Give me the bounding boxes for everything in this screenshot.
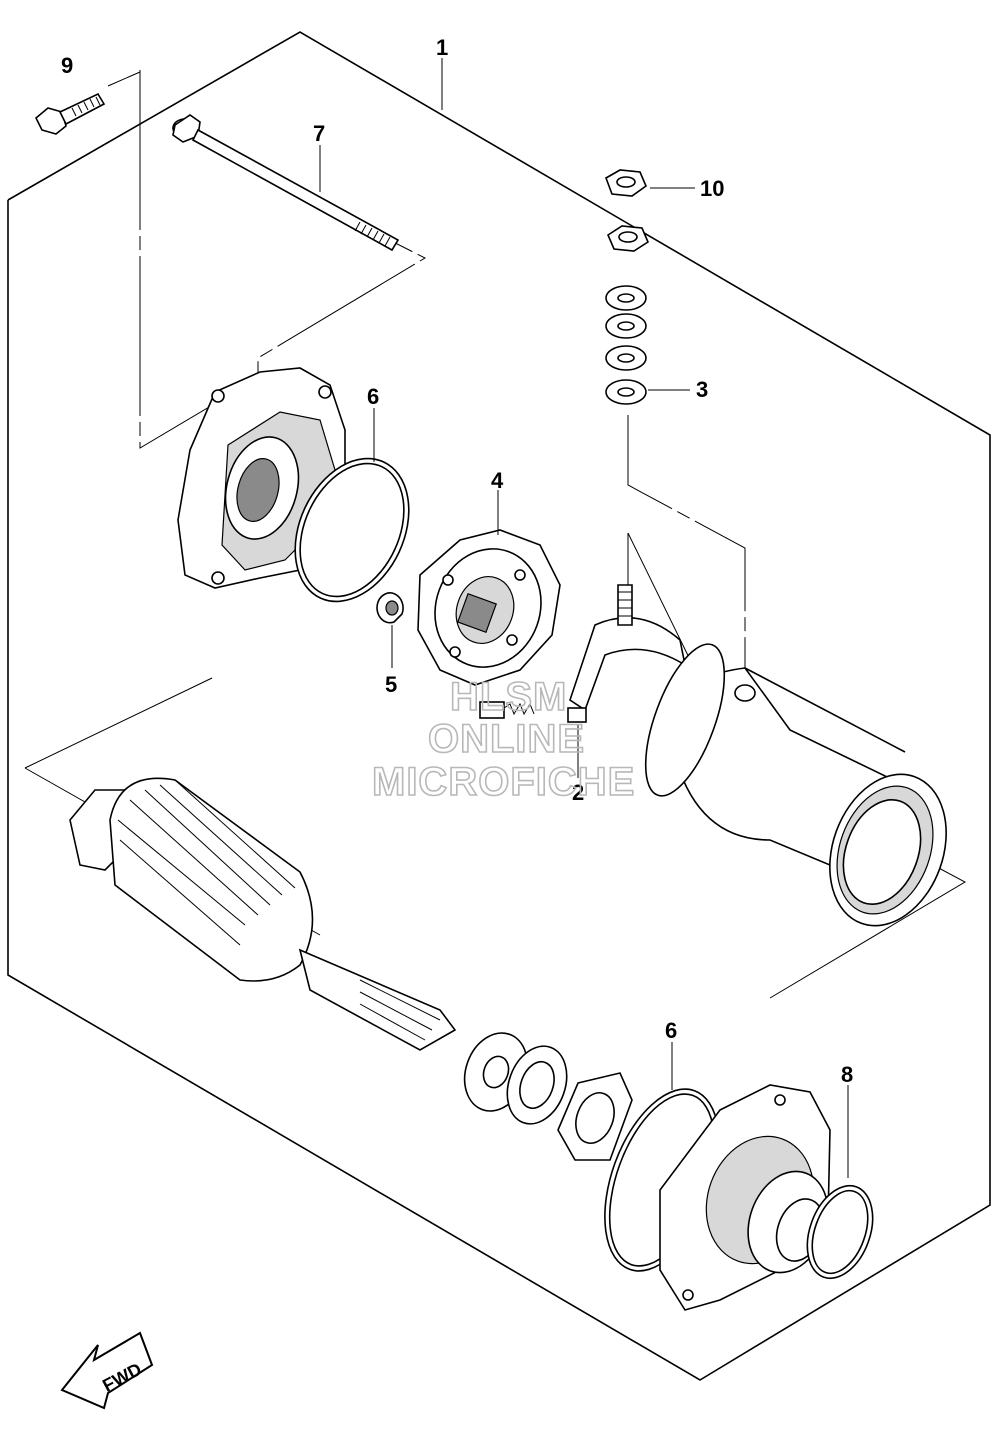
yoke-housing (644, 643, 947, 927)
washer-stack-3 (605, 225, 650, 405)
callout-1: 1 (436, 35, 448, 60)
callout-3: 3 (696, 377, 708, 402)
callout-labels: 1 2 3 4 5 6 6 7 8 9 10 (61, 35, 853, 1087)
armature (69, 777, 457, 1051)
assembly-boundary (7, 31, 991, 1381)
callout-2: 2 (572, 780, 584, 805)
o-ring-6-upper (294, 457, 410, 603)
thrust-washers (463, 1032, 633, 1161)
bushing-5 (376, 592, 404, 624)
watermark: HLSM ONLINE MICROFICHE (371, 674, 635, 805)
leader-lines (319, 58, 849, 1178)
nut-10 (605, 169, 647, 197)
callout-6-upper: 6 (367, 384, 379, 409)
brush-holder-4 (417, 529, 561, 686)
bolt-9 (35, 71, 141, 135)
callout-5: 5 (385, 672, 397, 697)
callout-4: 4 (491, 468, 504, 493)
rear-housing (177, 367, 346, 589)
through-bolt-7 (172, 114, 400, 252)
watermark-line-1: HLSM (450, 675, 567, 719)
fwd-arrow-icon: FWD (60, 1331, 154, 1410)
callout-8: 8 (841, 1062, 853, 1087)
watermark-line-2: ONLINE (428, 717, 585, 761)
watermark-line-3: MICROFICHE (372, 760, 635, 804)
o-ring-8 (806, 1184, 874, 1280)
callout-6-lower: 6 (665, 1018, 677, 1043)
callout-10: 10 (700, 176, 724, 201)
callout-9: 9 (61, 53, 73, 78)
callout-7: 7 (313, 121, 325, 146)
